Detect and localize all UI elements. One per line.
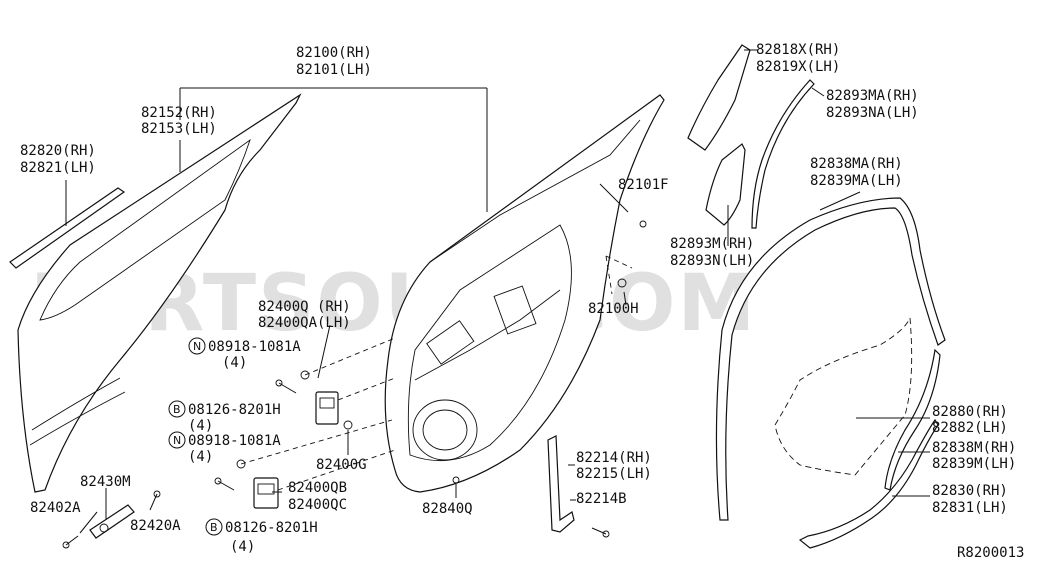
door-outer-panel[interactable] — [17, 93, 302, 493]
n-badge-icon — [168, 431, 186, 449]
svg-text:(4): (4) — [230, 539, 255, 555]
label-82838m-rh: 82838M(RH) — [932, 440, 1016, 456]
leader-lines — [65, 49, 930, 534]
label-82893na-lh: 82893NA(LH) — [826, 105, 919, 121]
label-82820-rh: 82820(RH) — [20, 143, 96, 159]
label-82893m-rh: 82893M(RH) — [670, 236, 754, 252]
svg-text:08918-1081A: 08918-1081A — [208, 339, 301, 355]
door-inner-panel[interactable] — [384, 94, 665, 493]
label-82400qb: 82400QB — [288, 480, 347, 496]
label-82214b: 82214B — [576, 491, 627, 507]
door-check-bracket[interactable] — [547, 435, 575, 533]
part-labels: 82100(RH) 82101(LH) 82152(RH) 82153(LH) … — [20, 42, 1024, 561]
label-82430m: 82430M — [80, 474, 131, 490]
bolt-callout-b2: B 08126-8201H (4) — [205, 518, 318, 555]
label-82152-rh: 82152(RH) — [141, 105, 217, 121]
label-82840q: 82840Q — [422, 501, 473, 517]
upper-door-hinge[interactable] — [315, 391, 339, 425]
door-check-link[interactable] — [89, 504, 135, 539]
door-moulding-strip[interactable] — [9, 187, 126, 269]
svg-text:(4): (4) — [188, 449, 213, 465]
label-82420a: 82420A — [130, 518, 181, 534]
label-82882-lh: 82882(LH) — [932, 420, 1008, 436]
bolt-callout-n2: N 08918-1081A (4) — [168, 431, 281, 465]
svg-text:08918-1081A: 08918-1081A — [188, 433, 281, 449]
label-82839ma-lh: 82839MA(LH) — [810, 173, 903, 189]
b-badge-icon — [168, 400, 186, 418]
b-badge-icon — [205, 518, 223, 536]
assembly-lines — [240, 255, 633, 491]
quarter-glass[interactable] — [705, 143, 746, 226]
door-sealing-screen[interactable] — [774, 317, 913, 476]
lower-weatherstrip[interactable] — [884, 348, 941, 491]
svg-text:(4): (4) — [188, 418, 213, 434]
label-82100h: 82100H — [588, 301, 639, 317]
label-82821-lh: 82821(LH) — [20, 160, 96, 176]
label-82100-rh: 82100(RH) — [296, 45, 372, 61]
n-badge-icon — [188, 337, 206, 355]
svg-text:B: B — [173, 403, 181, 416]
svg-text:08126-8201H: 08126-8201H — [188, 402, 281, 418]
label-82214-rh: 82214(RH) — [576, 450, 652, 466]
label-82880-rh: 82880(RH) — [932, 404, 1008, 420]
bolt-callout-n1: N 08918-1081A (4) — [188, 337, 301, 371]
glass-run-channel[interactable] — [751, 79, 815, 229]
label-82839m-lh: 82839M(LH) — [932, 456, 1016, 472]
svg-text:N: N — [193, 340, 201, 353]
label-82101f: 82101F — [618, 177, 669, 193]
svg-text:08126-8201H: 08126-8201H — [225, 520, 318, 536]
lower-door-hinge[interactable] — [253, 477, 279, 509]
label-82838ma-rh: 82838MA(RH) — [810, 156, 903, 172]
svg-text:N: N — [173, 434, 181, 447]
label-82818x-rh: 82818X(RH) — [756, 42, 840, 58]
label-82400q-rh: 82400Q (RH) — [258, 299, 351, 315]
window-glass-upper[interactable] — [687, 44, 751, 151]
label-82400qa-lh: 82400QA(LH) — [258, 315, 351, 331]
diagram-code: R8200013 — [957, 545, 1024, 561]
label-82831-lh: 82831(LH) — [932, 500, 1008, 516]
label-82402a: 82402A — [30, 500, 81, 516]
label-82101-lh: 82101(LH) — [296, 62, 372, 78]
door-bottom-seal[interactable] — [798, 418, 939, 549]
bolt-callout-b1: B 08126-8201H (4) — [168, 400, 281, 434]
door-weatherstrip[interactable] — [715, 197, 946, 521]
label-82215-lh: 82215(LH) — [576, 466, 652, 482]
label-82153-lh: 82153(LH) — [141, 121, 217, 137]
svg-text:B: B — [210, 521, 218, 534]
label-82893ma-rh: 82893MA(RH) — [826, 88, 919, 104]
label-82830-rh: 82830(RH) — [932, 483, 1008, 499]
label-82893n-lh: 82893N(LH) — [670, 253, 754, 269]
svg-text:(4): (4) — [222, 355, 247, 371]
label-82819x-lh: 82819X(LH) — [756, 59, 840, 75]
fasteners — [62, 220, 647, 549]
label-82400g: 82400G — [316, 457, 367, 473]
label-82400qc: 82400QC — [288, 497, 347, 513]
